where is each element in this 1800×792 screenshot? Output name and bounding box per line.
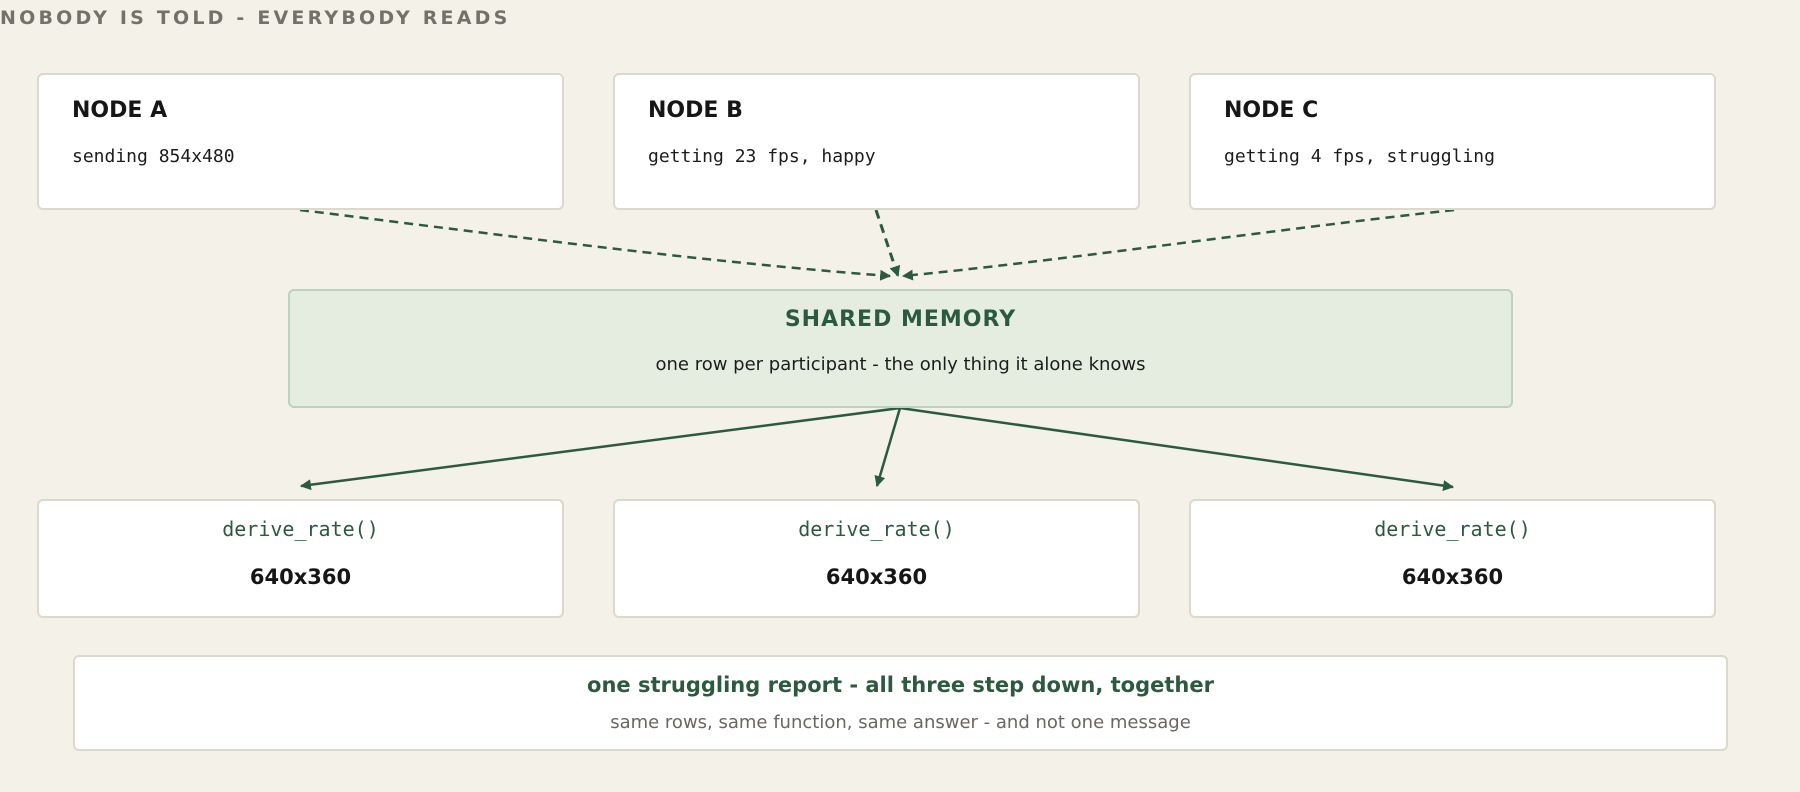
summary-title: one struggling report - all three step d… (587, 673, 1214, 697)
shared-memory-title: SHARED MEMORY (784, 307, 1017, 332)
summary-subtitle: same rows, same function, same answer - … (610, 712, 1191, 733)
node-c-card: NODE C getting 4 fps, struggling (1189, 73, 1716, 210)
node-b-title: NODE B (648, 98, 743, 123)
derive-function-label: derive_rate() (798, 517, 955, 541)
arrow-node-a-to-shared (299, 208, 892, 281)
node-b-card: NODE B getting 23 fps, happy (613, 73, 1140, 210)
node-a-card: NODE A sending 854x480 (37, 73, 564, 210)
arrow-shared-to-derive-c (899, 406, 1455, 492)
derive-function-label: derive_rate() (1374, 517, 1531, 541)
arrow-shared-to-derive-a (299, 406, 901, 491)
node-c-title: NODE C (1224, 98, 1319, 123)
derive-result: 640x360 (825, 565, 928, 589)
node-c-status: getting 4 fps, struggling (1224, 146, 1495, 167)
shared-memory-box: SHARED MEMORY one row per participant - … (288, 289, 1513, 408)
derive-result: 640x360 (249, 565, 352, 589)
arrow-node-b-to-shared (874, 209, 901, 278)
arrow-shared-to-derive-b (874, 407, 902, 488)
arrow-node-c-to-shared (901, 208, 1455, 281)
derive-card-c: derive_rate() 640x360 (1189, 499, 1716, 618)
shared-memory-subtitle: one row per participant - the only thing… (655, 354, 1146, 375)
node-a-status: sending 854x480 (72, 146, 235, 167)
node-b-status: getting 23 fps, happy (648, 146, 876, 167)
derive-result: 640x360 (1401, 565, 1504, 589)
derive-card-a: derive_rate() 640x360 (37, 499, 564, 618)
derive-card-b: derive_rate() 640x360 (613, 499, 1140, 618)
page-title: NOBODY IS TOLD - EVERYBODY READS (0, 7, 511, 29)
summary-card: one struggling report - all three step d… (73, 655, 1728, 751)
derive-function-label: derive_rate() (222, 517, 379, 541)
node-a-title: NODE A (72, 98, 168, 123)
